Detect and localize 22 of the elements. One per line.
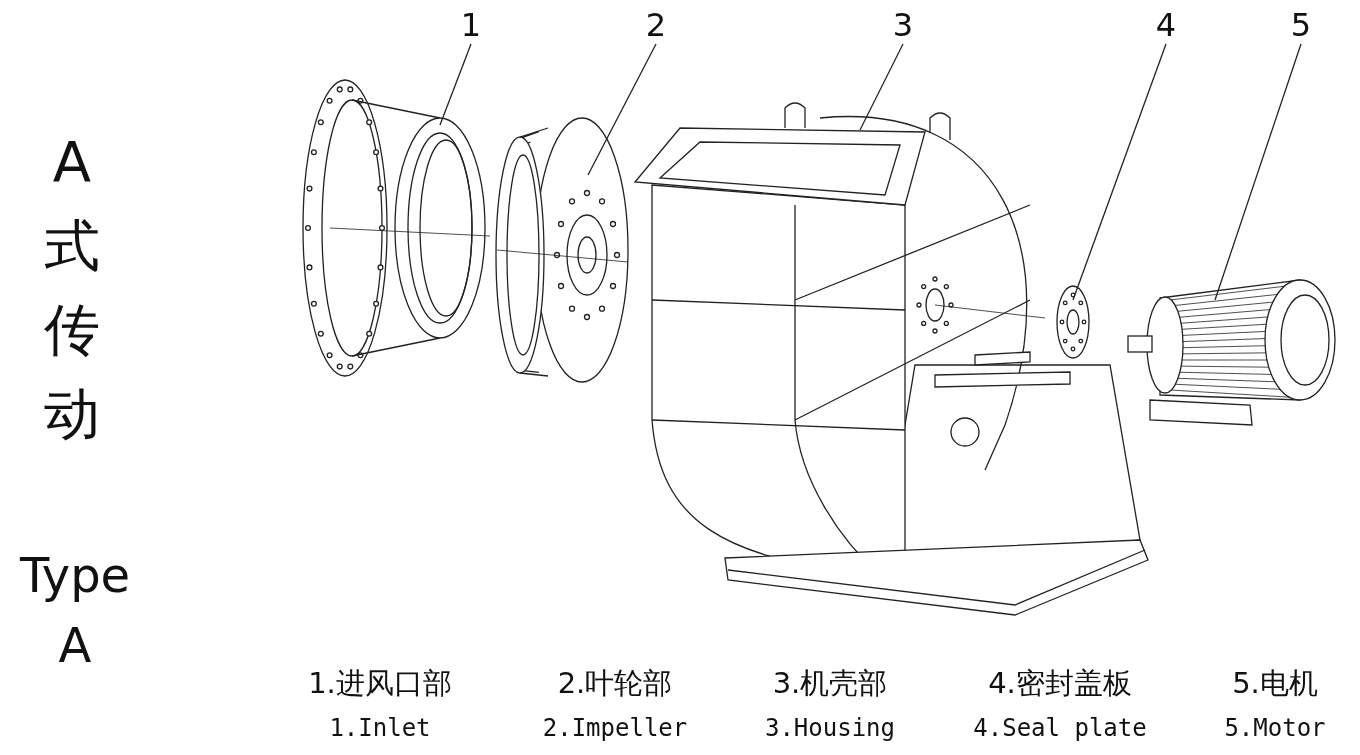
- leader-line: [859, 43, 904, 131]
- leader-line: [587, 43, 657, 176]
- part-name: 1.Inlet: [328, 714, 432, 742]
- part-name: 5.Motor: [1223, 714, 1327, 742]
- callout-number: 2: [641, 6, 671, 44]
- part-name: 4.Seal plate: [972, 714, 1148, 742]
- callout-number: 4: [1151, 6, 1181, 44]
- part-name: 3.Housing: [763, 714, 896, 742]
- part-name: 4.密封盖板: [987, 665, 1133, 702]
- leader-line: [439, 43, 472, 126]
- side-heading: Type A: [18, 546, 132, 675]
- side-heading: A式传动: [43, 128, 101, 448]
- callout-number: 3: [888, 6, 918, 44]
- part-name: 1.进风口部: [307, 665, 453, 702]
- callout-number: 1: [456, 6, 486, 44]
- leader-line: [1214, 43, 1302, 301]
- part-name: 2.Impeller: [541, 714, 689, 742]
- callout-number: 5: [1286, 6, 1316, 44]
- part-name: 5.电机: [1231, 665, 1319, 702]
- leader-line: [1072, 43, 1167, 301]
- part-name: 2.叶轮部: [556, 665, 674, 702]
- part-name: 3.机壳部: [771, 665, 889, 702]
